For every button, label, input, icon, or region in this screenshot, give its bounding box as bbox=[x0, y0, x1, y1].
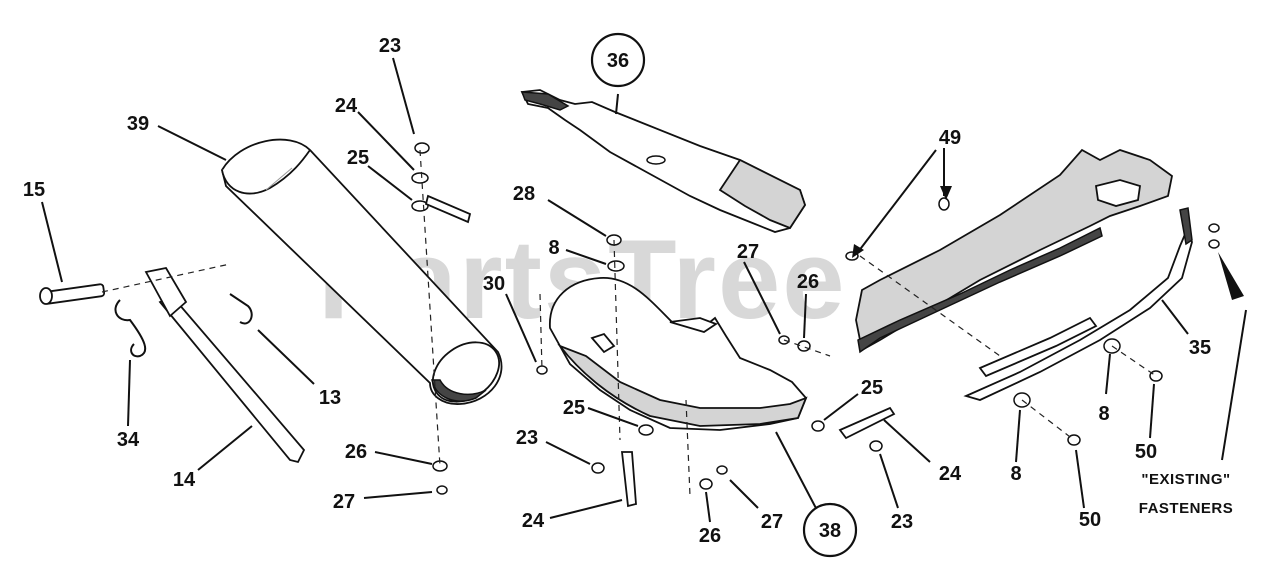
hardware bbox=[411, 142, 1220, 508]
note-line-1: "EXISTING" bbox=[1141, 471, 1230, 488]
mower-deck[interactable] bbox=[855, 148, 1173, 354]
label-28[interactable]: 28 bbox=[513, 183, 535, 205]
label-49[interactable]: 49 bbox=[939, 127, 961, 149]
label-50-a[interactable]: 50 bbox=[1135, 441, 1157, 463]
label-35[interactable]: 35 bbox=[1189, 337, 1211, 359]
note-line-2: FASTENERS bbox=[1139, 500, 1234, 517]
label-30[interactable]: 30 bbox=[483, 273, 505, 295]
callout-38[interactable]: 38 bbox=[802, 502, 858, 558]
label-39[interactable]: 39 bbox=[127, 113, 149, 135]
assembly-lines bbox=[101, 149, 1157, 497]
label-50-b[interactable]: 50 bbox=[1079, 509, 1101, 531]
label-8-right-a[interactable]: 8 bbox=[1098, 403, 1109, 425]
label-27-left[interactable]: 27 bbox=[333, 491, 355, 513]
label-26-bot[interactable]: 26 bbox=[699, 525, 721, 547]
part-labels: 23 24 25 39 15 34 13 14 26 27 28 8 30 27… bbox=[23, 35, 1211, 547]
label-25-right[interactable]: 25 bbox=[861, 377, 883, 399]
label-24-low[interactable]: 24 bbox=[522, 510, 545, 532]
label-13[interactable]: 13 bbox=[319, 387, 341, 409]
mounting-bracket[interactable] bbox=[963, 207, 1193, 401]
callout-38-label: 38 bbox=[819, 520, 841, 542]
label-26-mid[interactable]: 26 bbox=[797, 271, 819, 293]
label-23-top[interactable]: 23 bbox=[379, 35, 401, 57]
label-26-left[interactable]: 26 bbox=[345, 441, 367, 463]
support-rod[interactable] bbox=[144, 266, 306, 464]
label-8-right-b[interactable]: 8 bbox=[1010, 463, 1021, 485]
label-24-right[interactable]: 24 bbox=[939, 463, 962, 485]
deflector-chute[interactable] bbox=[549, 277, 808, 431]
mower-blade[interactable] bbox=[520, 89, 806, 233]
callout-36-label: 36 bbox=[607, 50, 629, 72]
label-27-bot[interactable]: 27 bbox=[761, 511, 783, 533]
hairpin-clip[interactable] bbox=[114, 293, 253, 358]
label-15[interactable]: 15 bbox=[23, 179, 45, 201]
label-8-mid[interactable]: 8 bbox=[548, 237, 559, 259]
callout-36[interactable]: 36 bbox=[590, 32, 646, 88]
label-27-mid[interactable]: 27 bbox=[737, 241, 759, 263]
existing-fasteners-note: "EXISTING" FASTENERS bbox=[1139, 471, 1234, 517]
label-24-top[interactable]: 24 bbox=[335, 95, 358, 117]
label-34[interactable]: 34 bbox=[117, 429, 140, 451]
label-14[interactable]: 14 bbox=[173, 469, 196, 491]
label-23-right[interactable]: 23 bbox=[891, 511, 913, 533]
label-23-low[interactable]: 23 bbox=[516, 427, 538, 449]
clevis-pin[interactable] bbox=[39, 283, 106, 305]
leader-lines bbox=[41, 57, 1247, 523]
label-25-top[interactable]: 25 bbox=[347, 147, 369, 169]
blade-center-hole bbox=[646, 155, 666, 165]
label-25-low[interactable]: 25 bbox=[563, 397, 585, 419]
